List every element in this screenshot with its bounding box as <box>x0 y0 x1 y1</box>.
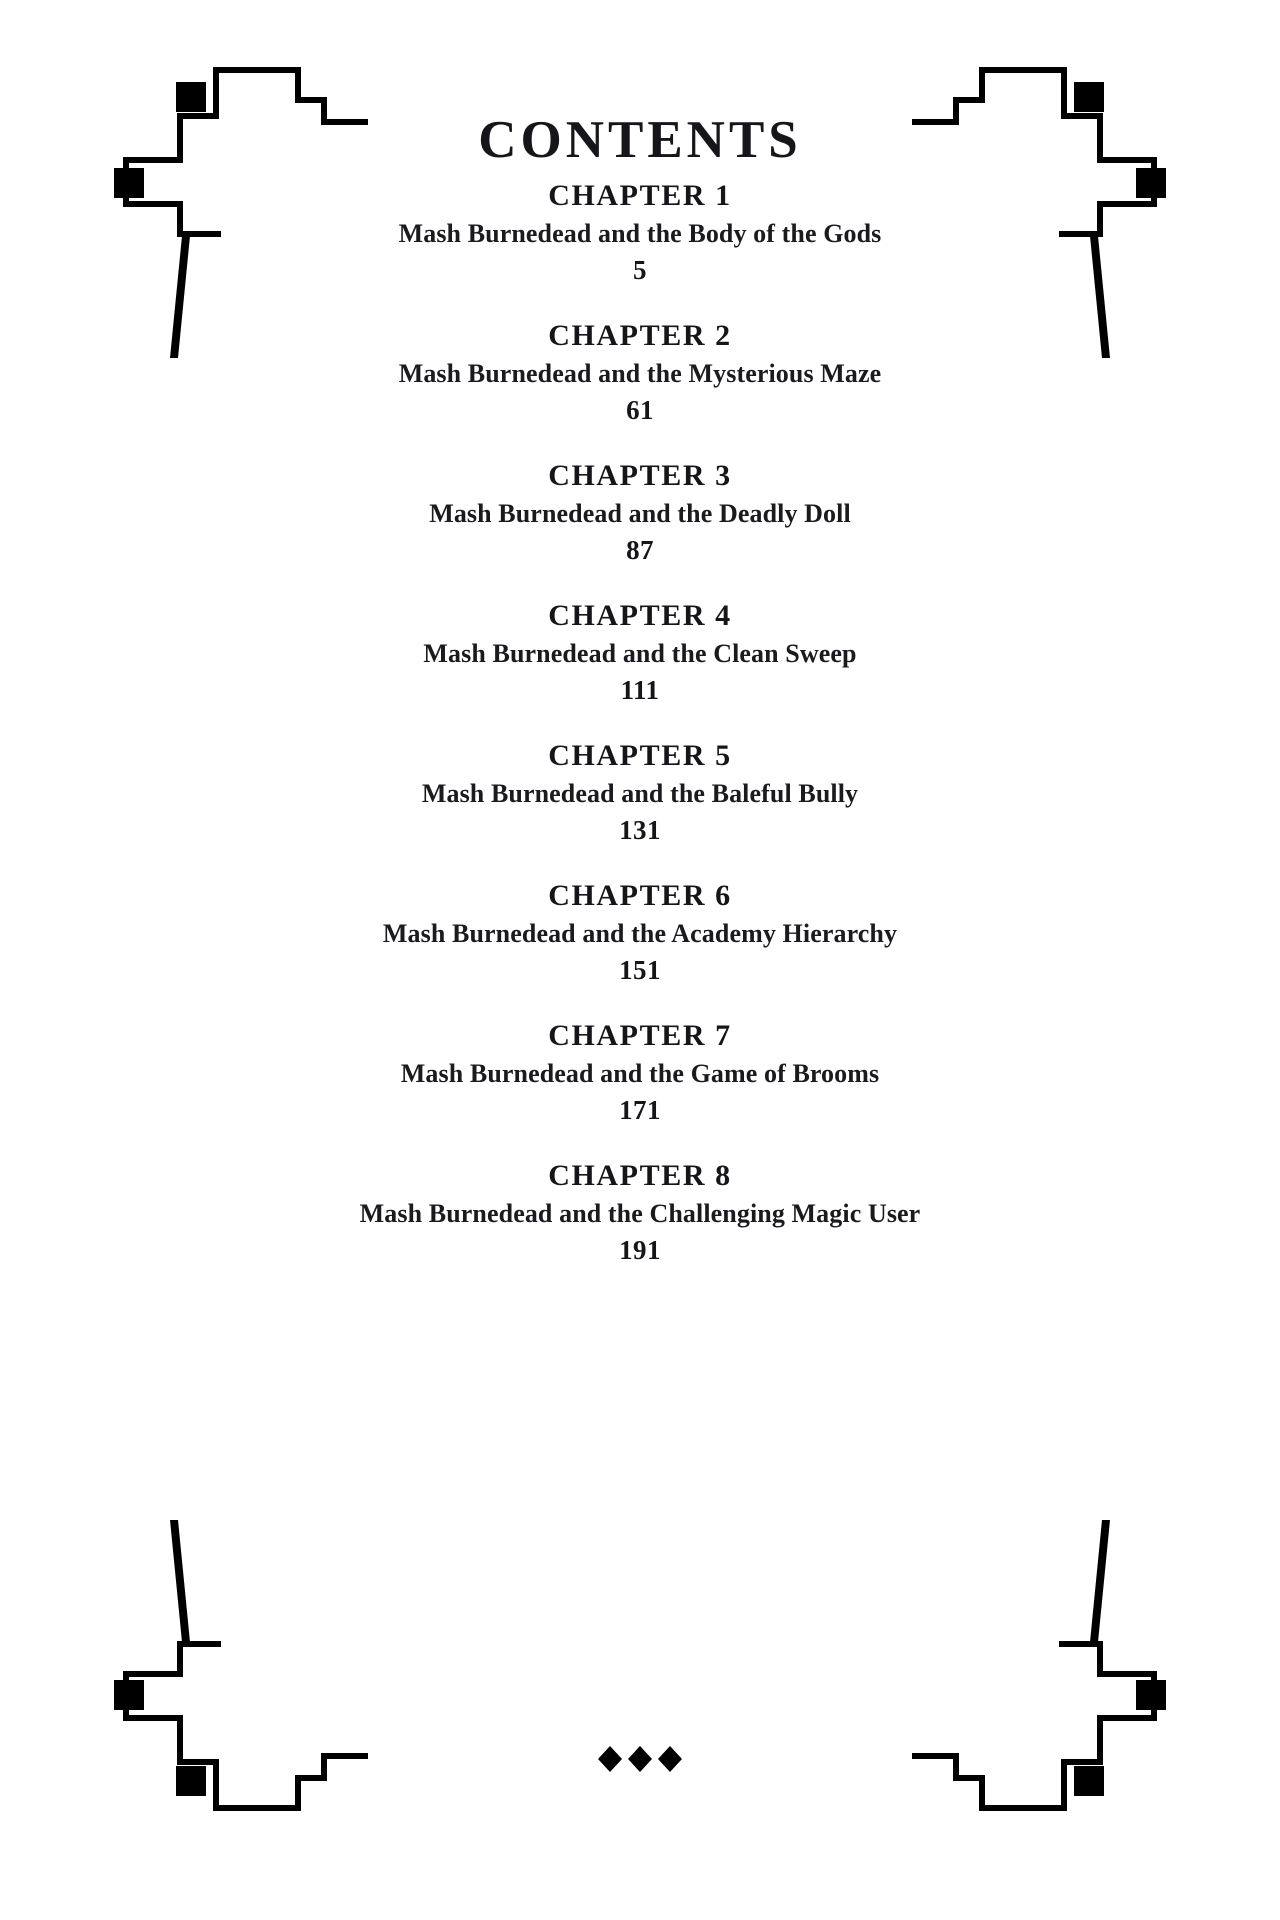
diamond-right <box>658 1746 682 1772</box>
chapter-page-number: 87 <box>626 534 654 565</box>
toc-entry[interactable]: CHAPTER 3 Mash Burnedead and the Deadly … <box>0 456 1280 567</box>
chapter-label: CHAPTER 4 <box>548 599 732 633</box>
toc-entry[interactable]: CHAPTER 4 Mash Burnedead and the Clean S… <box>0 596 1280 707</box>
toc-entry[interactable]: CHAPTER 6 Mash Burnedead and the Academy… <box>0 876 1280 987</box>
three-diamonds-divider-icon <box>598 1746 682 1772</box>
chapter-label: CHAPTER 6 <box>548 879 732 913</box>
diamond-center <box>628 1746 652 1772</box>
chapter-title: Mash Burnedead and the Deadly Doll <box>429 498 851 528</box>
chapter-page-number: 111 <box>620 674 660 705</box>
chapter-page-number: 61 <box>626 394 654 425</box>
toc-entry[interactable]: CHAPTER 5 Mash Burnedead and the Baleful… <box>0 736 1280 847</box>
chapter-title: Mash Burnedead and the Challenging Magic… <box>359 1198 921 1228</box>
chapter-page-number: 131 <box>619 814 661 845</box>
toc-entry[interactable]: CHAPTER 1 Mash Burnedead and the Body of… <box>0 176 1280 287</box>
chapter-title: Mash Burnedead and the Game of Brooms <box>400 1058 880 1088</box>
toc-entry[interactable]: CHAPTER 7 Mash Burnedead and the Game of… <box>0 1016 1280 1127</box>
chapter-title: Mash Burnedead and the Mysterious Maze <box>398 358 882 388</box>
chapter-title: Mash Burnedead and the Academy Hierarchy <box>382 918 898 948</box>
chapter-label: CHAPTER 2 <box>548 319 732 353</box>
chapter-title: Mash Burnedead and the Body of the Gods <box>398 218 882 248</box>
chapter-page-number: 151 <box>619 954 661 985</box>
chapter-label: CHAPTER 8 <box>548 1159 732 1193</box>
diamond-left <box>598 1746 622 1772</box>
ornament-tail <box>1090 1520 1110 1642</box>
toc-entry[interactable]: CHAPTER 2 Mash Burnedead and the Mysteri… <box>0 316 1280 427</box>
section-divider <box>0 1742 1280 1781</box>
chapter-page-number: 191 <box>619 1234 661 1265</box>
toc-entry[interactable]: CHAPTER 8 Mash Burnedead and the Challen… <box>0 1156 1280 1267</box>
stepped-corner-ornament-icon <box>114 1520 368 1811</box>
chapter-page-number: 171 <box>619 1094 661 1125</box>
chapter-title: Mash Burnedead and the Baleful Bully <box>421 778 859 808</box>
ornament-square-lower <box>1136 1680 1166 1710</box>
chapter-label: CHAPTER 7 <box>548 1019 732 1053</box>
stepped-corner-ornament-icon <box>912 1520 1166 1811</box>
ornament-tail <box>170 1520 190 1642</box>
chapter-label: CHAPTER 3 <box>548 459 732 493</box>
chapter-label: CHAPTER 1 <box>548 179 732 212</box>
chapter-title: Mash Burnedead and the Clean Sweep <box>423 638 857 668</box>
chapter-label: CHAPTER 5 <box>548 739 732 773</box>
page-title: CONTENTS <box>478 110 802 169</box>
ornament-square-lower <box>114 1680 144 1710</box>
page-title-row: CONTENTS <box>0 78 1280 202</box>
table-of-contents: CHAPTER 1 Mash Burnedead and the Body of… <box>0 176 1280 1267</box>
chapter-page-number: 5 <box>633 254 647 285</box>
corner-ornament-bottom-left <box>108 1510 368 1840</box>
corner-ornament-bottom-right <box>912 1510 1172 1840</box>
